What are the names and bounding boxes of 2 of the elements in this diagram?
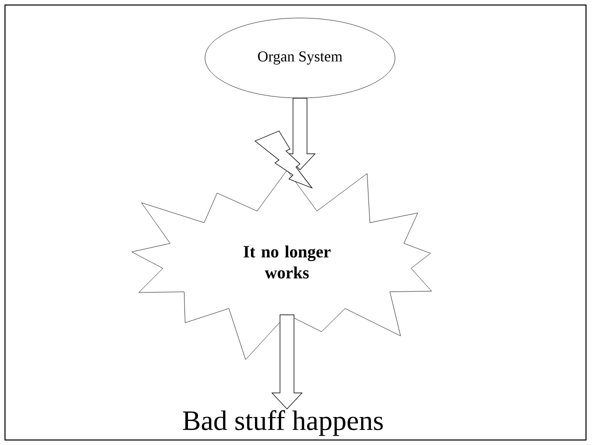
block-arrow bbox=[271, 314, 303, 410]
caption-text: Bad stuff happens bbox=[182, 410, 383, 436]
